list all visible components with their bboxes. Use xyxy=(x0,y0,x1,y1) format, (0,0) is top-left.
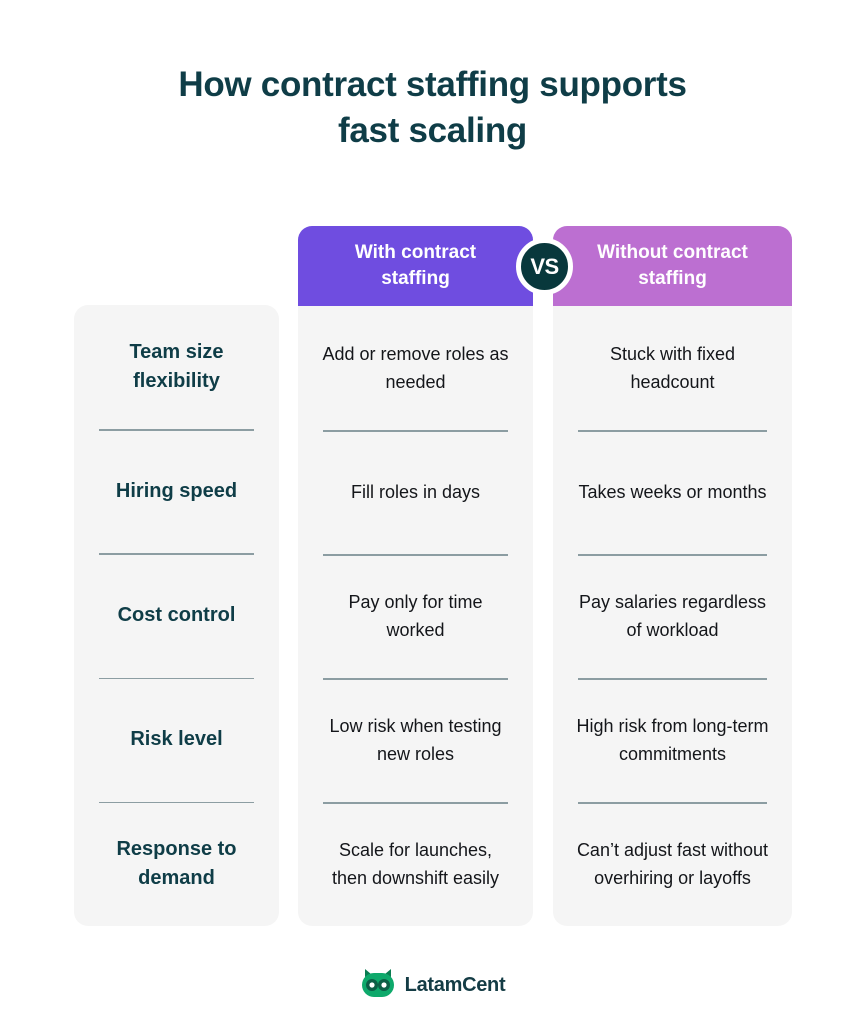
comparison-table: Team size flexibility Hiring speed Cost … xyxy=(74,226,792,926)
page-title-line-1: How contract staffing supports xyxy=(178,65,687,104)
table-row: Cost control xyxy=(96,553,257,677)
vs-badge: VS xyxy=(516,238,573,295)
table-row: Fill roles in days xyxy=(320,430,511,554)
table-row: Stuck with fixed headcount xyxy=(575,306,770,430)
without-cell: Pay salaries regardless of workload xyxy=(578,592,767,640)
table-row: Pay only for time worked xyxy=(320,554,511,678)
with-cell: Pay only for time worked xyxy=(348,592,483,640)
table-row: Team size flexibility xyxy=(96,305,257,429)
column-with-contract-staffing: With contract staffing Add or remove rol… xyxy=(298,226,533,926)
criteria-label: Response to demand xyxy=(116,837,237,889)
footer-logo: LatamCent xyxy=(0,968,865,1003)
criteria-label: Risk level xyxy=(130,728,223,751)
column-header-with: With contract staffing xyxy=(298,226,533,306)
without-cell: Can’t adjust fast without overhiring or … xyxy=(576,840,769,888)
with-rows: Add or remove roles as needed Fill roles… xyxy=(298,306,533,926)
without-cell: High risk from long-term commitments xyxy=(576,716,769,764)
table-row: Response to demand xyxy=(96,801,257,926)
page-title-line-2: fast scaling xyxy=(338,111,527,150)
without-cell: Takes weeks or months xyxy=(578,482,767,502)
criteria-label: Team size flexibility xyxy=(129,341,224,393)
with-cell: Fill roles in days xyxy=(350,482,481,502)
column-header-without: Without contract staffing xyxy=(553,226,792,306)
table-row: Risk level xyxy=(96,677,257,802)
with-cell: Add or remove roles as needed xyxy=(322,344,509,392)
vs-badge-label: VS xyxy=(530,253,559,279)
table-row: Can’t adjust fast without overhiring or … xyxy=(575,802,770,926)
with-card: Add or remove roles as needed Fill roles… xyxy=(298,306,533,926)
page-title: How contract staffing supports fast scal… xyxy=(0,62,865,154)
without-cell: Stuck with fixed headcount xyxy=(609,344,736,392)
with-cell: Scale for launches, then downshift easil… xyxy=(331,840,500,888)
column-criteria: Team size flexibility Hiring speed Cost … xyxy=(74,226,279,926)
table-row: Low risk when testing new roles xyxy=(320,678,511,802)
table-row: Scale for launches, then downshift easil… xyxy=(320,802,511,926)
without-card: Stuck with fixed headcount Takes weeks o… xyxy=(553,306,792,926)
without-rows: Stuck with fixed headcount Takes weeks o… xyxy=(553,306,792,926)
with-cell: Low risk when testing new roles xyxy=(329,716,502,764)
criteria-card: Team size flexibility Hiring speed Cost … xyxy=(74,305,279,926)
brand-name: LatamCent xyxy=(404,974,506,996)
criteria-label: Hiring speed xyxy=(115,479,238,502)
table-row: Pay salaries regardless of workload xyxy=(575,554,770,678)
owl-icon xyxy=(360,968,396,1003)
table-row: Add or remove roles as needed xyxy=(320,306,511,430)
column-without-contract-staffing: Without contract staffing Stuck with fix… xyxy=(553,226,792,926)
criteria-rows: Team size flexibility Hiring speed Cost … xyxy=(74,305,279,926)
table-row: Takes weeks or months xyxy=(575,430,770,554)
table-row: Hiring speed xyxy=(96,429,257,553)
table-row: High risk from long-term commitments xyxy=(575,678,770,802)
criteria-label: Cost control xyxy=(117,604,236,626)
